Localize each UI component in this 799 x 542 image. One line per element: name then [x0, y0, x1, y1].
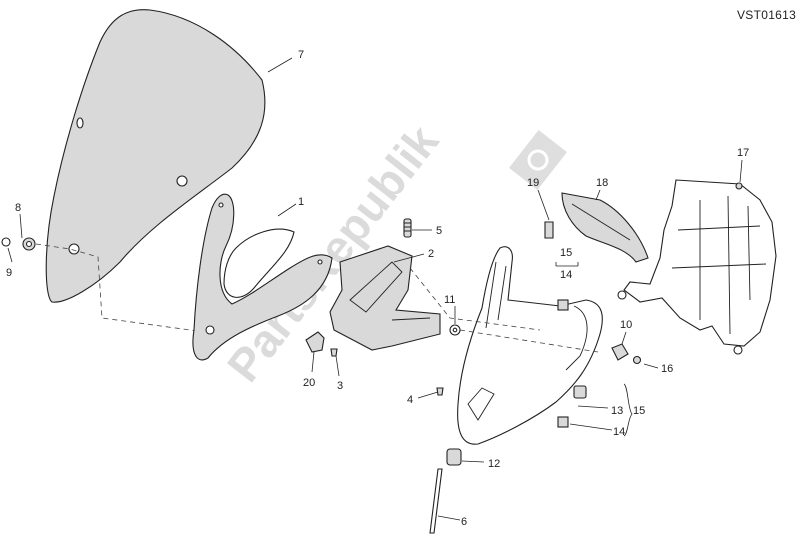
bracket-19 — [544, 221, 554, 239]
deflector-hole — [317, 259, 323, 265]
pin-6 — [429, 468, 443, 534]
grommet-10 — [611, 343, 629, 361]
clip-14-upper — [557, 299, 569, 311]
callout-16: 16 — [661, 363, 673, 375]
callout-17: 17 — [737, 147, 749, 159]
callout-4: 4 — [407, 394, 413, 406]
callout-2: 2 — [428, 248, 434, 260]
callout-6: 6 — [461, 516, 467, 528]
side-deflector — [192, 193, 333, 361]
callout-3: 3 — [337, 380, 343, 392]
bushing-13 — [573, 385, 587, 399]
windscreen-hole — [76, 117, 84, 129]
clip-20 — [305, 331, 325, 353]
spring-5 — [403, 218, 412, 238]
callout-14-upper: 14 — [560, 269, 572, 281]
assembly-line — [35, 243, 206, 333]
panel-edge — [571, 203, 631, 241]
frame-mount — [617, 290, 627, 300]
callout-9: 9 — [6, 267, 12, 279]
callout-7: 7 — [298, 49, 304, 61]
callout-1: 1 — [298, 196, 304, 208]
washer-11-hole — [452, 327, 458, 333]
bracket-slot — [349, 261, 403, 313]
windscreen — [45, 9, 266, 303]
callout-8: 8 — [15, 202, 21, 214]
deflector-hole — [205, 325, 215, 335]
frame-rib — [485, 261, 507, 329]
frame-strut — [671, 225, 767, 269]
callout-12: 12 — [488, 458, 500, 470]
callout-19: 19 — [527, 177, 539, 189]
screw-17 — [735, 182, 743, 190]
callout-18: 18 — [596, 177, 608, 189]
frame-tab — [467, 387, 495, 421]
callout-20: 20 — [303, 377, 315, 389]
callout-labels: 7 1 5 2 8 9 20 3 4 11 10 16 13 15 14 15 … — [6, 49, 749, 528]
windscreen-hole — [176, 175, 188, 187]
callout-10: 10 — [620, 319, 632, 331]
frame-rib — [565, 305, 588, 371]
windscreen-bracket — [329, 245, 441, 351]
screw-16 — [632, 355, 642, 365]
assembly-line — [409, 267, 541, 331]
bracket-edge — [391, 317, 431, 321]
callout-15-lower: 15 — [633, 405, 645, 417]
leader-lines — [7, 57, 743, 521]
callout-13: 13 — [611, 405, 623, 417]
callout-11: 11 — [444, 294, 455, 306]
sleeve-12 — [446, 448, 462, 466]
clip-14-lower — [557, 416, 569, 428]
watermark-gear-icon — [509, 130, 567, 190]
support-frame — [457, 246, 603, 445]
screw-3 — [330, 348, 338, 357]
frame-strut — [699, 195, 751, 335]
screw-4 — [436, 387, 444, 396]
callout-5: 5 — [436, 225, 442, 237]
screw-8-head — [25, 240, 33, 248]
callout-15-upper: 15 — [560, 247, 572, 259]
washer-9 — [1, 237, 11, 247]
frame-mount — [733, 345, 743, 355]
deflector-cutout — [223, 228, 295, 298]
callout-14-lower: 14 — [613, 426, 625, 438]
instrument-panel — [561, 192, 649, 263]
deflector-hole — [218, 202, 224, 208]
windscreen-hole — [68, 243, 80, 255]
reference-code: VST01613 — [737, 8, 797, 22]
